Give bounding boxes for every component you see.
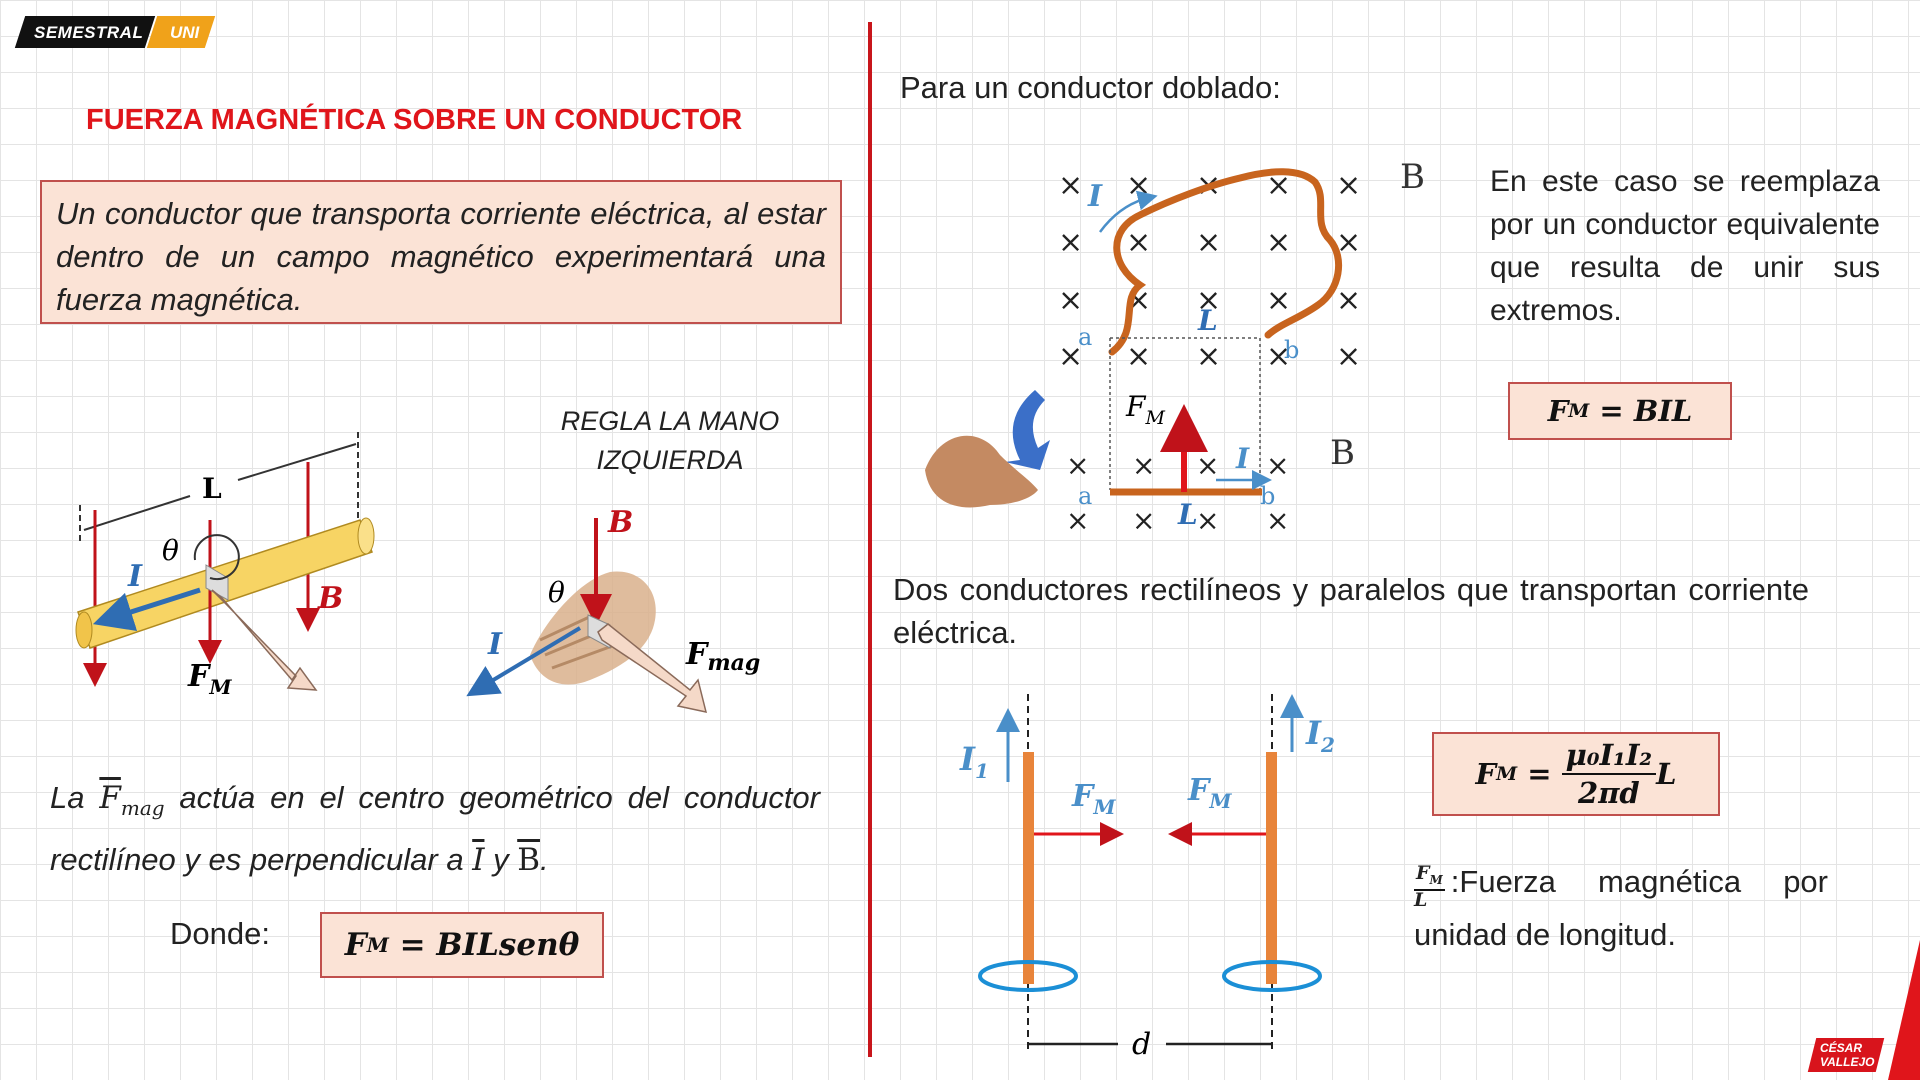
corner-red-accent [1888, 940, 1920, 1080]
wire2-force-label: FM [1187, 773, 1232, 813]
rod-field-label: B [317, 581, 343, 616]
svg-text:×: × [1196, 339, 1221, 374]
logo-text-semestral: SEMESTRAL [34, 23, 144, 42]
left-hand-diagram: B θ I Fmag [466, 505, 760, 713]
svg-text:×: × [1266, 449, 1289, 482]
bent-eq-length-label: L [1177, 498, 1198, 531]
svg-text:×: × [1132, 449, 1155, 482]
hand-field-label: B [607, 505, 633, 540]
parallel-fraction: μ₀I₁I₂ 2πd [1561, 737, 1657, 811]
hand-theta-label: θ [548, 576, 565, 609]
bent-eq-end-b-label: b [1260, 482, 1275, 510]
rod-force-label: FM [187, 659, 232, 699]
svg-text:×: × [1066, 449, 1089, 482]
svg-text:×: × [1196, 504, 1219, 537]
wire1-force-label: FM [1071, 779, 1116, 819]
svg-text:×: × [1336, 283, 1361, 318]
wire1-current-label: I1 [959, 740, 989, 783]
bent-force-label: FM [1125, 390, 1165, 429]
svg-text:×: × [1058, 339, 1083, 374]
bent-eq-end-a-label: a [1078, 482, 1092, 510]
svg-text:×: × [1196, 449, 1219, 482]
parallel-conductors-diagram: I1 I2 FM FM d [959, 694, 1335, 1062]
bent-length-label: L [1197, 304, 1218, 337]
rod-theta-label: θ [162, 534, 179, 567]
force-location-paragraph: La Fmag actúa en el centro geométrico de… [50, 780, 820, 879]
definition-text: Un conductor que transporta corriente el… [56, 196, 826, 317]
donde-label: Donde: [170, 916, 270, 951]
svg-text:×: × [1336, 339, 1361, 374]
bent-equivalent-current-label: I [1235, 442, 1250, 475]
bent-field-label-top: B [1400, 157, 1425, 197]
svg-text:×: × [1196, 225, 1221, 260]
field-vector: B [517, 842, 540, 879]
rod-force-diagram: L θ I B FM [75, 432, 375, 699]
wire2-current-label: I2 [1305, 714, 1335, 757]
hand-current-label: I [487, 627, 503, 662]
left-hand-rule-label: REGLA LA MANO IZQUIERDA [520, 402, 820, 480]
rod-current-label: I [127, 559, 143, 594]
svg-text:×: × [1058, 283, 1083, 318]
fmag-vector: Fmag [99, 780, 165, 821]
svg-text:×: × [1336, 168, 1361, 203]
page-title: FUERZA MAGNÉTICA SOBRE UN CONDUCTOR [86, 104, 743, 136]
rod-length-label: L [202, 472, 222, 505]
svg-text:×: × [1126, 225, 1151, 260]
bent-conductor-heading: Para un conductor doblado: [900, 70, 1281, 105]
definition-box: Un conductor que transporta corriente el… [40, 180, 842, 324]
current-vector: I [472, 842, 485, 879]
svg-text:×: × [1066, 504, 1089, 537]
svg-text:×: × [1266, 283, 1291, 318]
svg-text:×: × [1266, 504, 1289, 537]
semestral-uni-logo: SEMESTRAL UNI [14, 14, 216, 50]
bent-conductor-diagram: ××××× ××××× ××××× ××××× I B a b L ×××× ×… [925, 157, 1425, 537]
bent-end-a-label: a [1078, 323, 1092, 351]
svg-text:×: × [1266, 339, 1291, 374]
separation-label: d [1132, 1027, 1151, 1062]
logo-text-uni: UNI [170, 23, 200, 42]
svg-text:×: × [1266, 225, 1291, 260]
column-divider [868, 22, 872, 1057]
bent-end-b-label: b [1284, 336, 1299, 364]
rule-line-2: IZQUIERDA [596, 445, 744, 475]
bent-current-label: I [1087, 179, 1103, 214]
hand-force-label: Fmag [685, 637, 760, 676]
svg-text:×: × [1132, 504, 1155, 537]
equivalent-conductor-text: En este caso se reemplaza por un conduct… [1490, 165, 1880, 327]
rule-line-1: REGLA LA MANO [560, 406, 780, 436]
parallel-conductors-text: Dos conductores rectilíneos y paralelos … [893, 572, 1809, 650]
svg-text:×: × [1058, 225, 1083, 260]
svg-text:×: × [1126, 339, 1151, 374]
svg-text:×: × [1058, 168, 1083, 203]
bent-field-label-bottom: B [1330, 433, 1355, 473]
svg-text:×: × [1196, 283, 1221, 318]
